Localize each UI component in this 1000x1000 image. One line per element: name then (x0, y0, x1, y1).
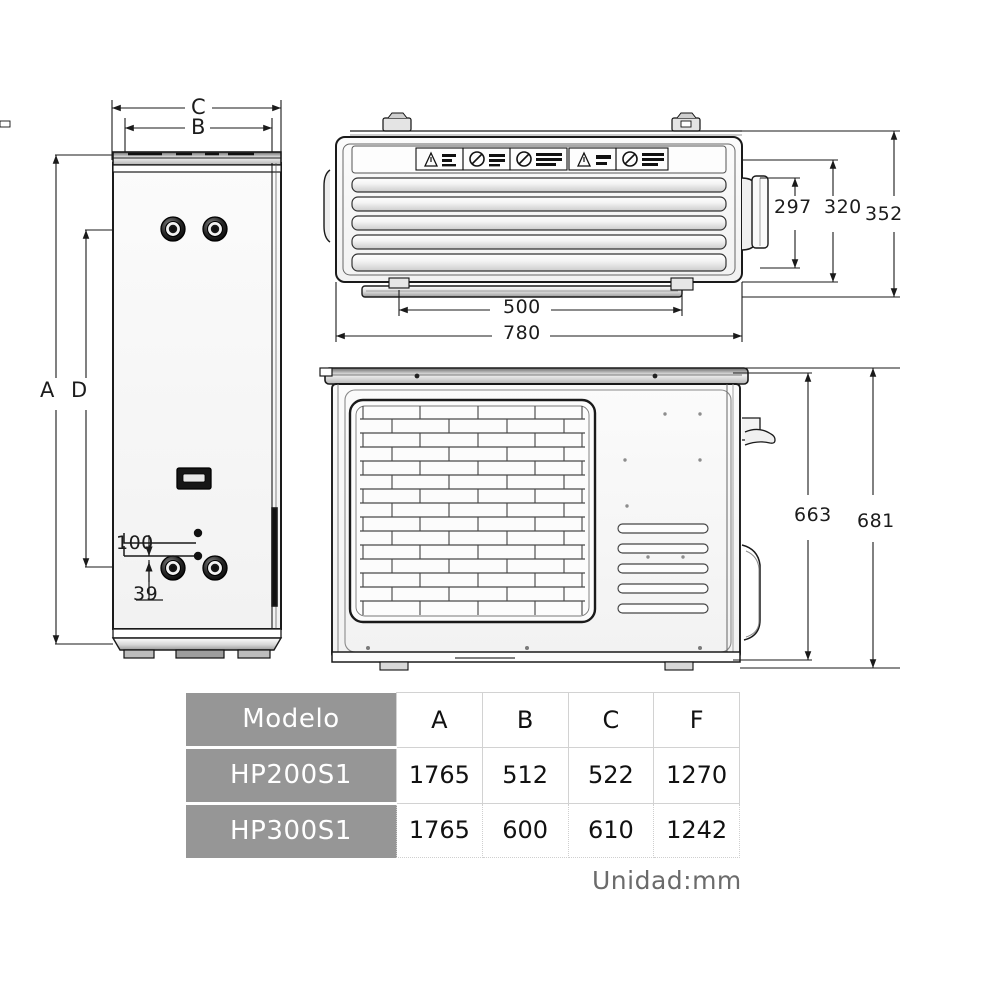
cell-a: 1765 (396, 802, 483, 858)
cell-c: 522 (567, 746, 655, 804)
table-header-row: Modelo A B C F (186, 692, 740, 749)
model-dimension-table: Modelo A B C F HP200S1 1765 512 522 1270… (186, 692, 740, 858)
dimension-297 (760, 177, 800, 269)
dimension-label-297: 297 (774, 196, 812, 218)
dimension-label-B: B (191, 115, 206, 139)
fan-housing (741, 175, 769, 251)
cell-c: 610 (567, 802, 655, 858)
foot-right (670, 277, 694, 291)
table-header-modelo: Modelo (186, 692, 397, 749)
dimension-label-100: 100 (116, 532, 154, 554)
cell-f: 1242 (653, 802, 740, 858)
dimension-label-681: 681 (857, 510, 895, 532)
table-header-c: C (567, 692, 655, 748)
table-header-f: F (653, 692, 740, 748)
tank-front-view (52, 100, 283, 659)
dimension-label-320: 320 (824, 196, 862, 218)
dimension-A (52, 154, 113, 645)
panel-screws (623, 412, 702, 559)
lower-port-left (160, 555, 186, 581)
unit-note: Unidad:mm (592, 866, 742, 895)
cell-b: 512 (481, 746, 569, 804)
dimension-label-39: 39 (133, 583, 159, 605)
upper-port-right (202, 216, 228, 242)
warning-label-strip (351, 145, 727, 174)
table-header-b: B (481, 692, 569, 748)
tank-base (111, 628, 283, 659)
dimension-label-352: 352 (865, 203, 903, 225)
dimension-681 (740, 367, 900, 669)
mounting-bracket-right (671, 112, 701, 132)
table-row: HP200S1 1765 512 522 1270 (186, 746, 740, 805)
dimension-label-A: A (40, 378, 55, 402)
foot-left (388, 277, 410, 289)
lower-port-right (202, 555, 228, 581)
upper-port-left (160, 216, 186, 242)
dimension-label-780: 780 (503, 322, 541, 344)
cell-a: 1765 (396, 746, 483, 804)
mounting-bracket-left (0, 112, 412, 132)
dimension-500 (398, 290, 683, 316)
cell-b: 600 (481, 802, 569, 858)
dimension-320 (742, 159, 838, 283)
grille-panel (348, 398, 597, 624)
dimension-780 (335, 282, 743, 342)
outdoor-unit-front-view (319, 367, 900, 671)
dimension-352 (742, 130, 900, 298)
dimension-label-663: 663 (794, 504, 832, 526)
side-vent-slots (617, 523, 709, 614)
outdoor-unit-side-view (0, 112, 900, 342)
dimension-663 (733, 372, 812, 661)
dimension-label-C: C (191, 95, 207, 119)
dimension-C (111, 100, 282, 160)
dimension-label-500: 500 (503, 296, 541, 318)
cell-f: 1270 (653, 746, 740, 804)
pipe-connection (742, 417, 776, 446)
table-row: HP300S1 1765 600 610 1242 (186, 802, 740, 858)
table-header-a: A (396, 692, 483, 748)
louver-slats (351, 177, 727, 272)
side-handle (741, 544, 761, 641)
dimension-100-39 (123, 528, 203, 601)
tank-top-cap (112, 151, 282, 173)
dimension-label-D: D (71, 378, 88, 402)
cell-model: HP300S1 (186, 803, 397, 858)
cell-model: HP200S1 (186, 747, 397, 805)
base-rail (361, 285, 683, 298)
control-panel (176, 467, 212, 490)
